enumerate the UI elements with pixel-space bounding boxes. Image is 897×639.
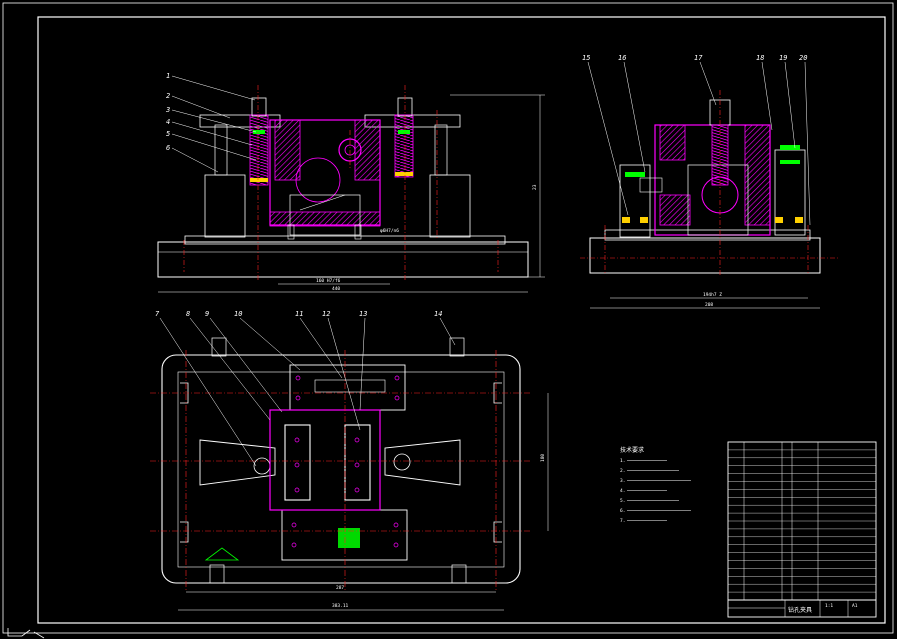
balloon-19: 19 xyxy=(779,54,787,62)
note-line: 2. xyxy=(620,468,625,474)
balloon-15: 15 xyxy=(582,54,590,62)
balloon-8: 8 xyxy=(186,310,190,318)
balloon-14: 14 xyxy=(434,310,442,318)
balloon-16: 16 xyxy=(618,54,626,62)
balloon-2: 2 xyxy=(166,92,170,100)
dim-front-height: 23 xyxy=(532,184,538,190)
balloon-11: 11 xyxy=(295,310,303,318)
dim-side-overall: 208 xyxy=(705,302,713,308)
front-view xyxy=(157,75,545,293)
note-line: 7. xyxy=(620,518,625,524)
balloon-9: 9 xyxy=(205,310,209,318)
title-block-scale: 1:1 xyxy=(825,603,833,609)
dim-front-overall: 440 xyxy=(332,286,340,292)
title-block-name: 钻孔夹具 xyxy=(788,606,812,614)
dim-top-height: 180 xyxy=(540,454,546,462)
bom-table xyxy=(727,441,877,618)
notes-title: 技术要求 xyxy=(620,446,644,454)
balloon-17: 17 xyxy=(694,54,703,62)
dim-top-width: 287 xyxy=(336,585,344,591)
note-line: 5. xyxy=(620,498,625,504)
balloon-4: 4 xyxy=(166,118,170,126)
note-line: 3. xyxy=(620,478,625,484)
title-block-sheet: A1 xyxy=(852,603,858,609)
balloon-3: 3 xyxy=(165,106,170,114)
balloon-13: 13 xyxy=(359,310,367,318)
balloon-10: 10 xyxy=(234,310,242,318)
balloon-18: 18 xyxy=(756,54,764,62)
dim-tolerance-note: φ6H7/n6 xyxy=(380,228,399,234)
dim-side-inner: 194h7 Z xyxy=(703,292,722,298)
balloon-12: 12 xyxy=(322,310,330,318)
tech-notes: 技术要求 1. 2. 3. 4. 5. 6. 7. xyxy=(620,446,691,524)
dim-front-inner: 160 H7/f6 xyxy=(316,278,341,284)
top-view xyxy=(150,317,549,611)
balloon-5: 5 xyxy=(166,130,170,138)
ucs-icon xyxy=(7,628,45,639)
balloon-1: 1 xyxy=(166,72,170,80)
note-line: 1. xyxy=(620,458,625,464)
balloon-20: 20 xyxy=(799,54,807,62)
balloon-6: 6 xyxy=(166,144,170,152)
note-line: 6. xyxy=(620,508,625,514)
balloon-7: 7 xyxy=(155,310,160,318)
inner-frame xyxy=(37,16,886,624)
balloon-labels: 1 2 3 4 5 6 15 16 17 18 19 20 7 8 9 10 1… xyxy=(155,54,807,318)
dim-top-overall: 383.11 xyxy=(332,603,349,609)
note-line: 4. xyxy=(620,488,625,494)
side-view xyxy=(580,61,840,309)
